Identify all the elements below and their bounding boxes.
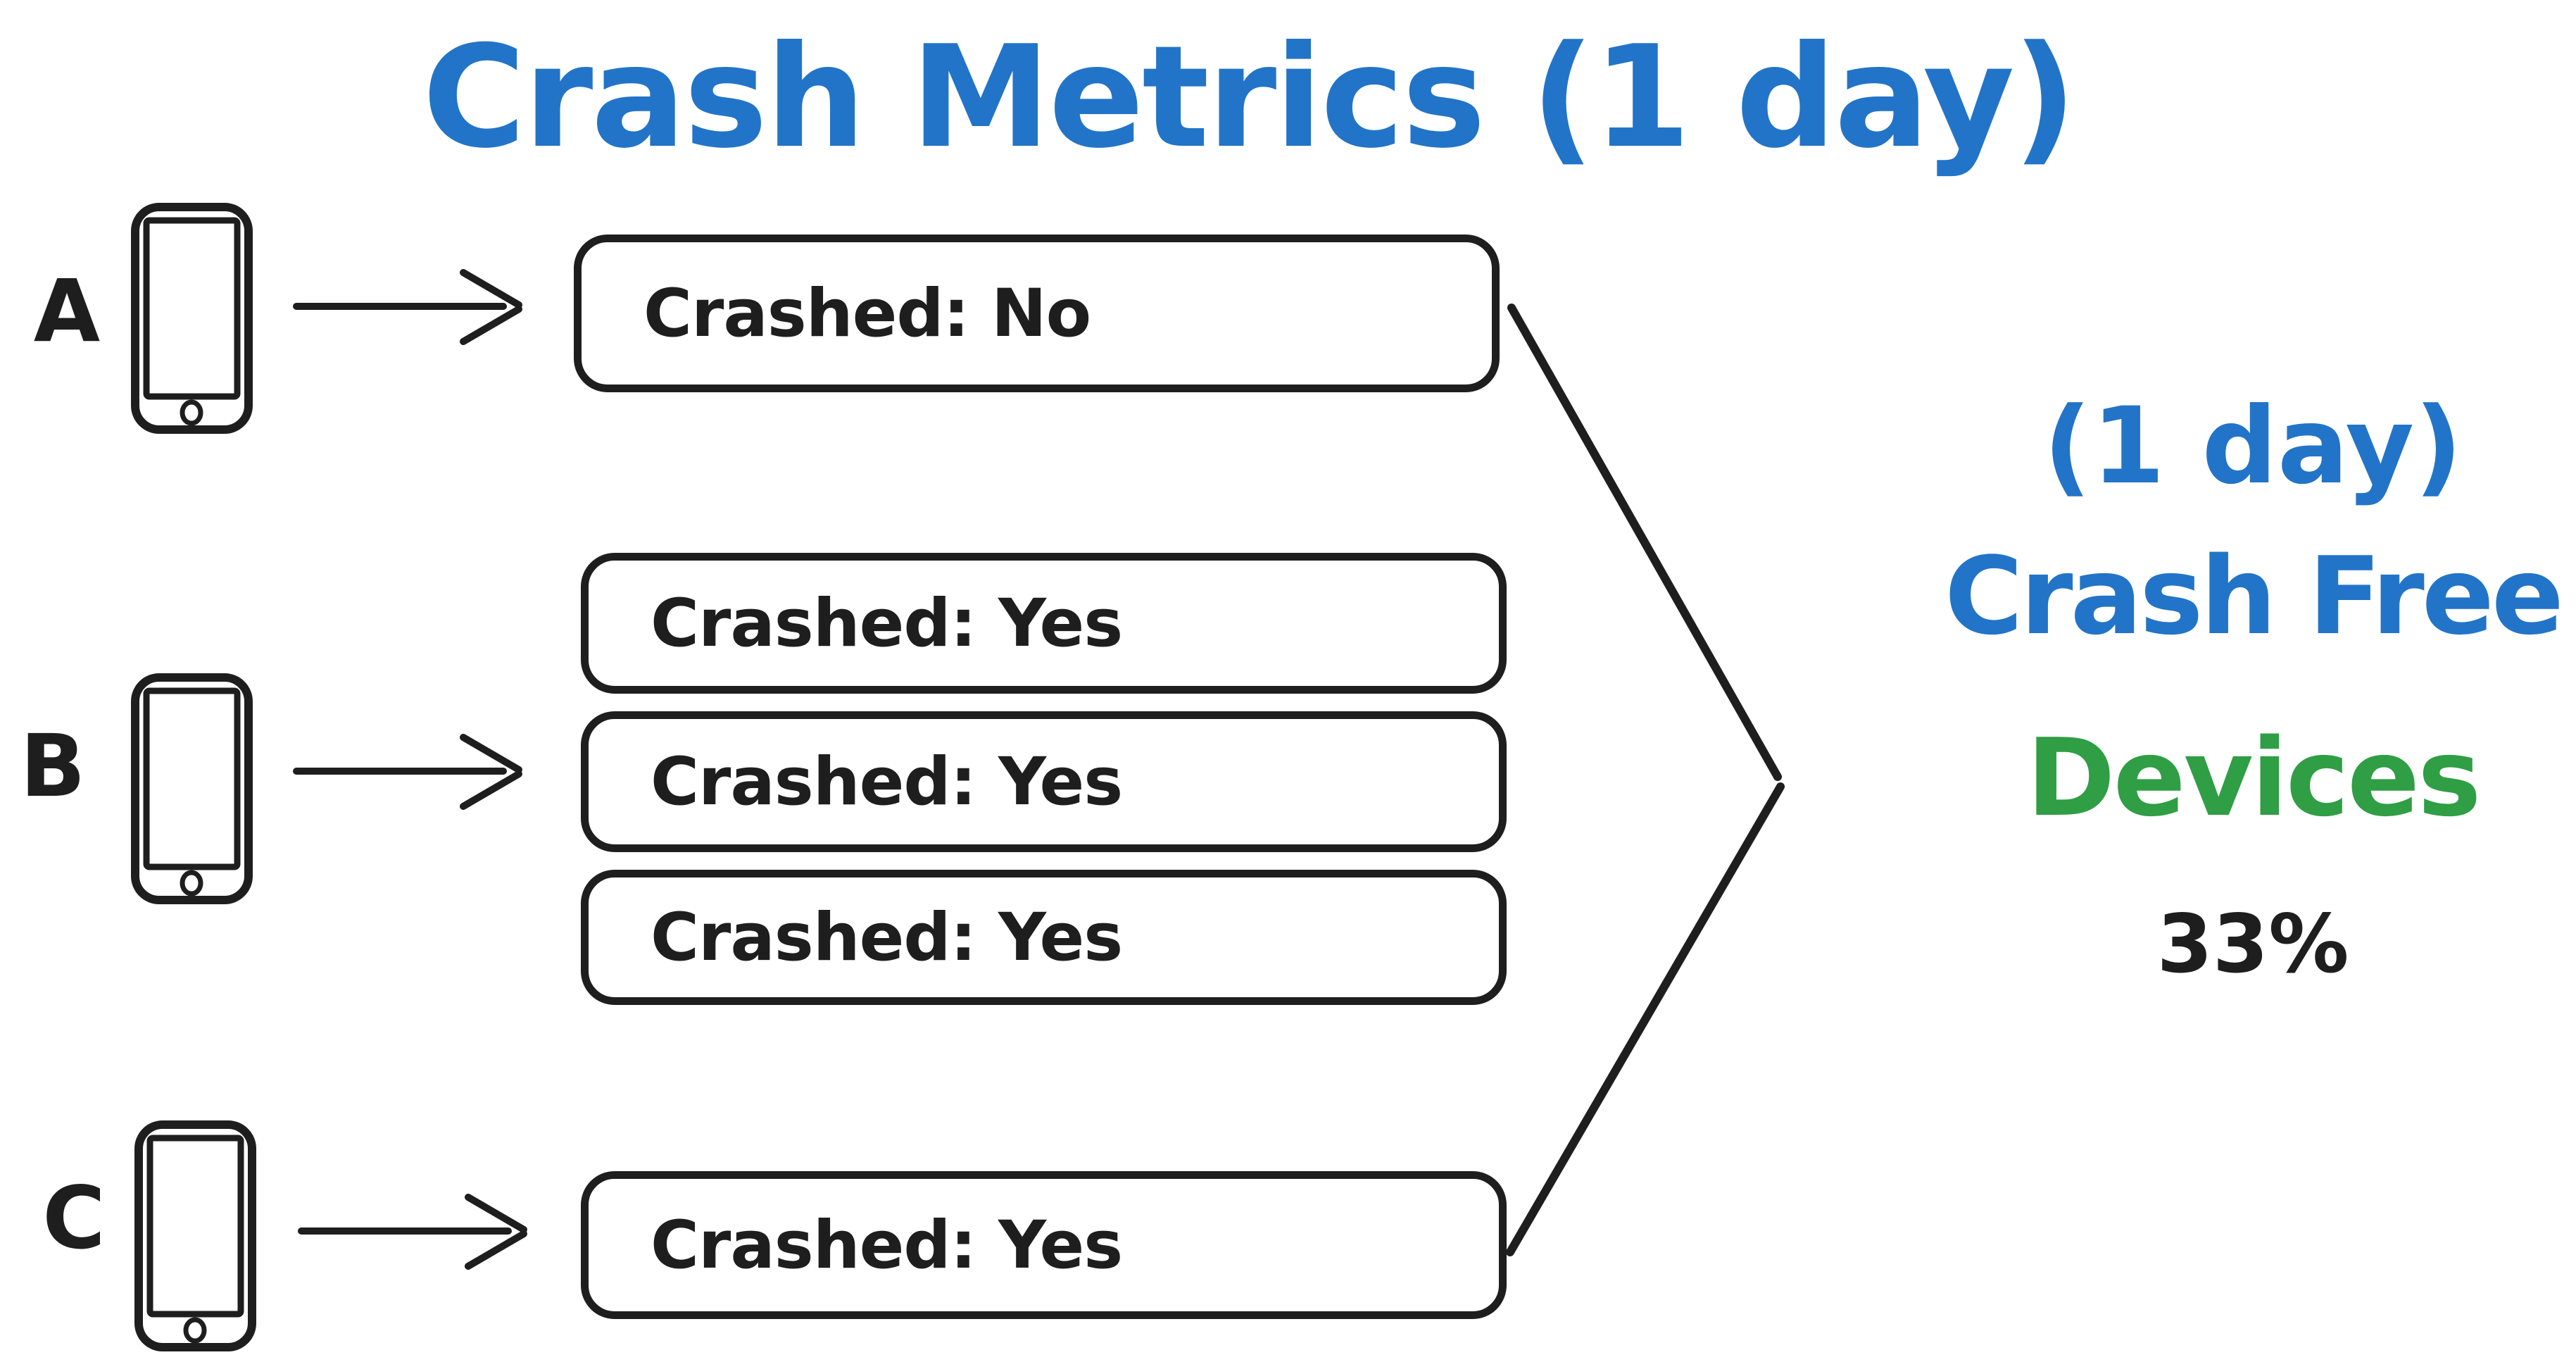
device-label-c: C <box>42 1168 106 1268</box>
diagram-title: Crash Metrics (1 day) <box>422 15 2077 180</box>
result-value: 33% <box>2156 897 2349 991</box>
session-box: Crashed: Yes <box>581 870 1507 1005</box>
session-box: Crashed: Yes <box>581 553 1507 694</box>
arrow-right-icon <box>292 727 535 815</box>
session-box: Crashed: Yes <box>581 711 1507 852</box>
arrow-right-icon <box>297 1187 540 1275</box>
session-label: Crashed: Yes <box>651 1206 1123 1284</box>
chevron-right-icon <box>1506 304 1785 1256</box>
session-label: Crashed: Yes <box>651 899 1123 976</box>
session-box: Crashed: No <box>574 235 1500 392</box>
session-box: Crashed: Yes <box>581 1171 1507 1319</box>
result-metric-target: Devices <box>2026 716 2481 840</box>
phone-icon <box>130 202 253 435</box>
result-metric-name: Crash Free <box>1944 534 2564 658</box>
session-label: Crashed: Yes <box>651 585 1123 662</box>
result-period: (1 day) <box>2043 385 2463 508</box>
phone-icon <box>134 1120 257 1352</box>
device-label-a: A <box>33 261 101 361</box>
phone-icon <box>130 673 253 905</box>
arrow-right-icon <box>292 263 535 350</box>
session-label: Crashed: Yes <box>651 743 1123 820</box>
device-label-b: B <box>20 716 86 816</box>
session-label: Crashed: No <box>643 275 1091 352</box>
